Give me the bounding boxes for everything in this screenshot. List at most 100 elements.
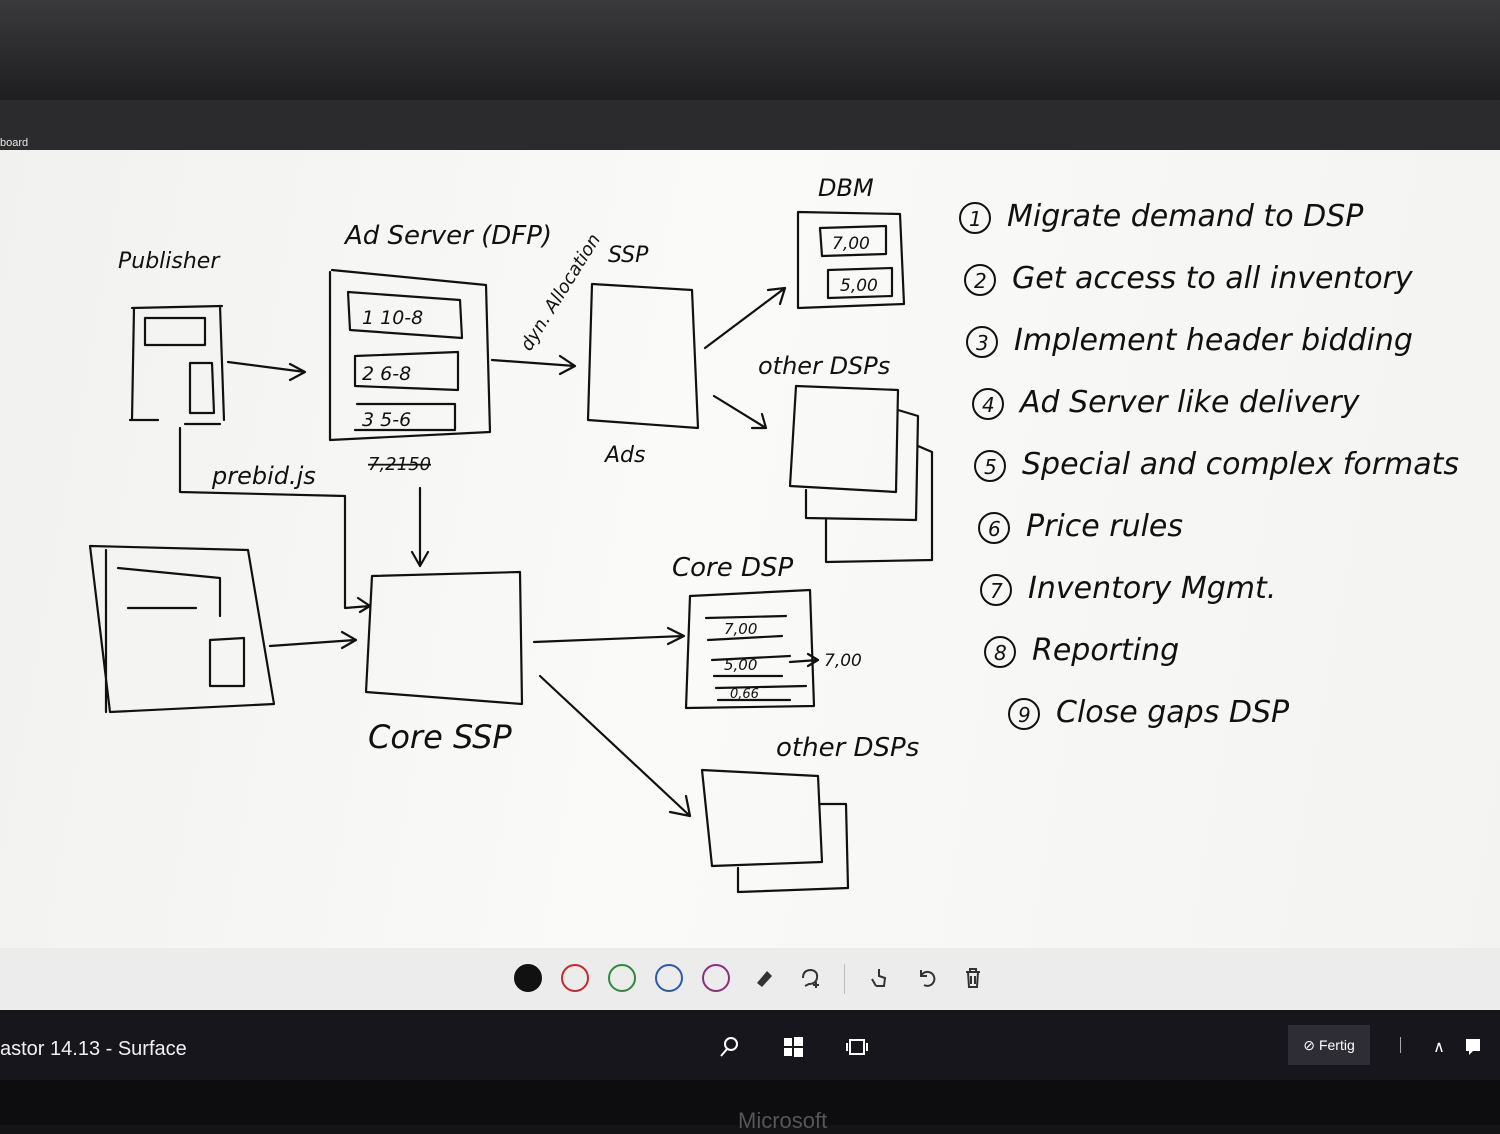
arrow-adserver-to-core-ssp xyxy=(410,486,430,568)
search-icon[interactable] xyxy=(714,1032,744,1062)
pen-red[interactable] xyxy=(559,962,591,994)
todo-list-item: 4 Ad Server like delivery xyxy=(972,385,1361,420)
todo-number: 4 xyxy=(982,393,995,417)
check-circle-icon: ⊘ xyxy=(1303,1036,1315,1053)
todo-list-item: 1 Migrate demand to DSP xyxy=(959,199,1364,234)
todo-number: 9 xyxy=(1018,703,1031,727)
number-circle xyxy=(978,512,1010,544)
task-view-icon[interactable] xyxy=(842,1032,872,1062)
todo-text: Get access to all inventory xyxy=(1012,261,1414,296)
number-circle xyxy=(984,636,1016,668)
todo-number: 5 xyxy=(984,455,997,479)
todo-list-item: 7 Inventory Mgmt. xyxy=(980,571,1276,606)
todo-list-item: 3 Implement header bidding xyxy=(966,323,1413,358)
title-bar xyxy=(0,100,1500,152)
pen-black[interactable] xyxy=(512,962,544,994)
todo-list-item: 5 Special and complex formats xyxy=(974,447,1459,482)
todo-text: Implement header bidding xyxy=(1014,323,1413,358)
line-item-1: 1 10-8 xyxy=(362,307,423,329)
number-circle xyxy=(980,574,1012,606)
arrow-ssp-to-other-dsps xyxy=(712,394,768,430)
app-title: board xyxy=(0,137,29,149)
todo-number: 8 xyxy=(994,641,1007,665)
brand-logo-text: Microsoft xyxy=(738,1108,828,1133)
arrow-publisher-to-adserver xyxy=(226,360,307,382)
dbm-bid-1: 7,00 xyxy=(832,234,870,254)
core-dsp-bid-1: 7,00 xyxy=(724,620,757,638)
todo-text: Migrate demand to DSP xyxy=(1007,199,1364,234)
core-dsp-result: 7,00 xyxy=(824,651,862,671)
number-circle xyxy=(972,388,1004,420)
chevron-up-icon[interactable]: ∧ xyxy=(1433,1039,1445,1056)
publisher-page-sketch xyxy=(128,304,226,426)
label-ad-server: Ad Server (DFP) xyxy=(343,221,552,251)
other-dsps-bottom-sketch xyxy=(700,768,850,894)
pen-blue[interactable] xyxy=(653,962,685,994)
core-dsp-bid-2: 5,00 xyxy=(724,656,757,674)
done-button[interactable]: ⊘Fertig xyxy=(1288,1025,1370,1065)
todo-text: Ad Server like delivery xyxy=(1018,385,1361,420)
lasso-icon[interactable] xyxy=(795,962,827,994)
dbm-bid-2: 5,00 xyxy=(840,276,878,296)
todo-list-item: 9 Close gaps DSP xyxy=(1008,695,1290,730)
screen-bezel-top xyxy=(0,0,1500,100)
toolbar-divider xyxy=(844,964,845,994)
todo-list: 1 Migrate demand to DSP 2 Get access to all… xyxy=(959,199,1459,730)
dbm-box xyxy=(796,210,906,310)
ink-toolbar xyxy=(0,948,1500,1010)
windows-start-icon[interactable] xyxy=(778,1032,808,1062)
done-label: Fertig xyxy=(1318,1037,1355,1053)
touch-icon[interactable] xyxy=(862,962,894,994)
ad-server-box xyxy=(328,268,492,442)
taskbar-window-title[interactable]: astor 14.13 - Surface xyxy=(0,1038,187,1060)
delete-icon[interactable] xyxy=(957,962,989,994)
undo-icon[interactable] xyxy=(910,962,942,994)
number-circle xyxy=(1008,698,1040,730)
label-ssp: SSP xyxy=(608,243,649,268)
label-core-ssp: Core SSP xyxy=(368,718,512,756)
notification-icon[interactable] xyxy=(1458,1032,1488,1062)
line-item-3: 3 5-6 xyxy=(362,409,411,431)
label-dbm: DBM xyxy=(818,174,874,202)
arrow-core-ssp-to-other-dsps xyxy=(538,674,692,818)
arrow-adserver-to-ssp xyxy=(490,354,577,376)
line-item-2: 2 6-8 xyxy=(362,363,411,385)
label-ads: Ads xyxy=(603,443,645,468)
core-ssp-box xyxy=(364,570,524,706)
label-core-dsp: Core DSP xyxy=(672,553,794,583)
todo-number: 1 xyxy=(969,207,982,231)
publisher-page-2-sketch xyxy=(88,544,276,714)
todo-text: Close gaps DSP xyxy=(1056,695,1290,730)
number-circle xyxy=(959,202,991,234)
todo-text: Price rules xyxy=(1026,509,1183,544)
pen-purple[interactable] xyxy=(700,962,732,994)
todo-list-item: 6 Price rules xyxy=(978,509,1183,544)
label-other-dsps-top: other DSPs xyxy=(758,352,890,380)
todo-text: Special and complex formats xyxy=(1022,447,1459,482)
eraser-icon[interactable] xyxy=(748,962,780,994)
prebid-value: 7,2150 xyxy=(368,454,431,475)
screen-bezel-bottom: Microsoft xyxy=(0,1080,1500,1133)
todo-number: 2 xyxy=(974,269,987,293)
arrow-core-ssp-to-core-dsp xyxy=(532,626,686,646)
other-dsps-top-sketch xyxy=(788,384,934,564)
whiteboard-canvas[interactable]: Publisher Ad Server (DFP) dyn. Allocatio… xyxy=(0,150,1500,950)
label-prebid: prebid.js xyxy=(211,462,316,490)
todo-text: Reporting xyxy=(1032,633,1179,668)
number-circle xyxy=(966,326,998,358)
core-dsp-bid-3: 0,66 xyxy=(730,687,759,702)
core-dsp-box xyxy=(684,588,820,710)
arrow-publisher2-to-core-ssp xyxy=(268,630,358,650)
todo-text: Inventory Mgmt. xyxy=(1028,571,1276,606)
arrow-ssp-to-dbm xyxy=(703,286,787,350)
label-publisher: Publisher xyxy=(118,249,221,274)
todo-number: 3 xyxy=(976,331,989,355)
ssp-box xyxy=(586,282,700,430)
todo-number: 7 xyxy=(990,579,1003,603)
todo-list-item: 2 Get access to all inventory xyxy=(964,261,1414,296)
pen-green[interactable] xyxy=(606,962,638,994)
todo-number: 6 xyxy=(988,517,1001,541)
number-circle xyxy=(964,264,996,296)
prebid-connector xyxy=(178,426,372,614)
todo-list-item: 8 Reporting xyxy=(984,633,1179,668)
